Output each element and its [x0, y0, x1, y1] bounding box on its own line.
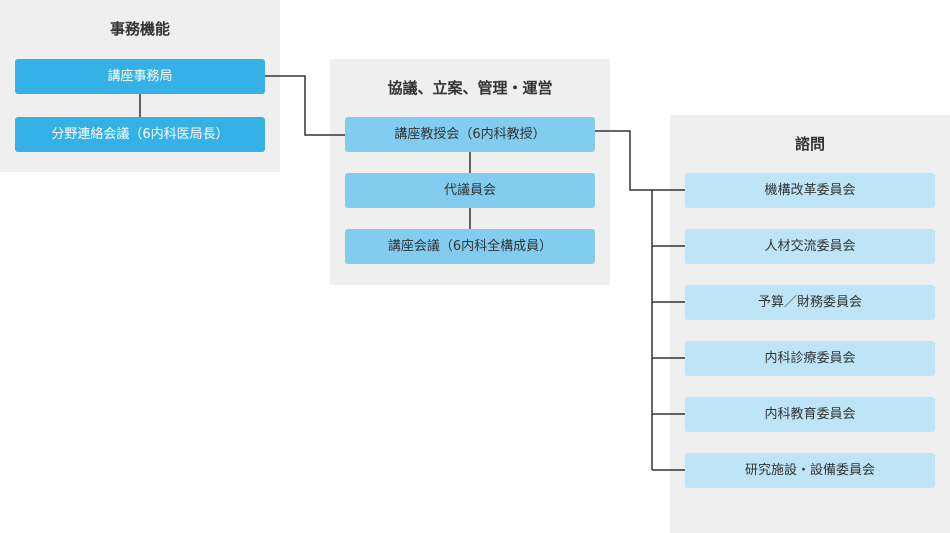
committee-reform-box: 機構改革委員会 — [685, 173, 935, 208]
professors-meeting-box: 講座教授会（6内科教授） — [345, 117, 595, 152]
office-box: 講座事務局 — [15, 59, 265, 94]
committee-clinical-box: 内科診療委員会 — [685, 341, 935, 376]
liaison-meeting-box: 分野連絡会議（6内科医局長） — [15, 117, 265, 152]
connector-office-professors — [265, 75, 345, 136]
advisory-panel-title: 諮問 — [794, 135, 825, 153]
connector-professors-advisory — [595, 130, 685, 191]
committee-education-box: 内科教育委員会 — [685, 397, 935, 432]
admin-panel-title: 事務機能 — [109, 20, 170, 38]
committee-facilities-box: 研究施設・設備委員会 — [685, 453, 935, 488]
committee-budget-box: 予算／財務委員会 — [685, 285, 935, 320]
committee-personnel-box: 人材交流委員会 — [685, 229, 935, 264]
department-meeting-box: 講座会議（6内科全構成員） — [345, 229, 595, 264]
delegates-meeting-box: 代議員会 — [345, 173, 595, 208]
council-panel-title: 協議、立案、管理・運営 — [387, 79, 553, 97]
